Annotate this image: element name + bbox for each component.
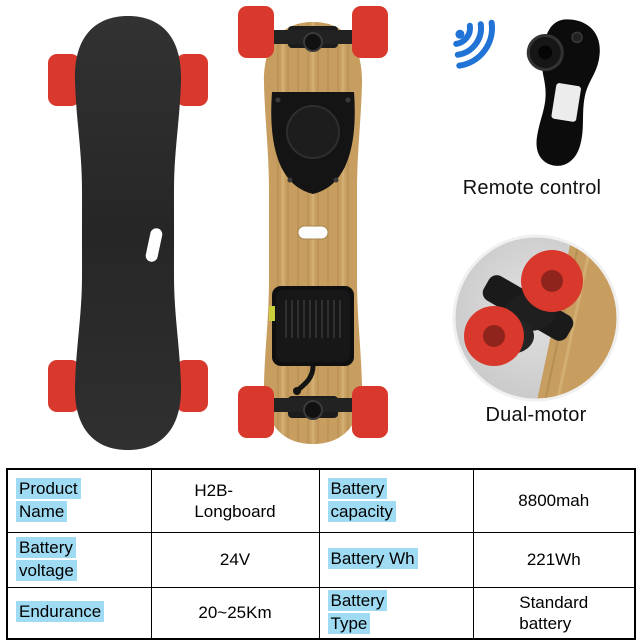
skateboard-bottom-view [238,6,388,444]
wheel [352,6,388,58]
spec-label-battery-voltage: Battery voltage [6,531,152,588]
skateboard-top-view [48,16,208,450]
spec-label-battery-capacity: Battery capacity [318,468,474,533]
wheel [238,6,274,58]
front-kingpin [303,32,323,52]
battery-box [269,286,354,395]
spec-value-battery-capacity: 8800mah [472,468,636,533]
spec-value-product-name: H2B- Longboard [150,468,320,533]
grip-tape-deck [74,16,182,450]
remote-screen [551,83,581,122]
dual-motor-photo [452,234,620,402]
spec-label-battery-wh: Battery Wh [318,531,474,588]
spec-value-battery-wh: 221Wh [472,531,636,588]
table-row: Battery voltage 24V Battery Wh 221Wh [6,531,636,588]
handle-slot [297,225,329,240]
table-row: Product Name H2B- Longboard Battery capa… [6,468,636,533]
rear-kingpin [303,400,323,420]
spec-label-endurance: Endurance [6,586,152,640]
table-row: Endurance 20~25Km Battery Type Standard … [6,586,636,640]
spec-label-product-name: Product Name [6,468,152,533]
wheel [176,360,208,412]
wheel [352,386,388,438]
wheel [238,386,274,438]
spec-value-battery-type: Standard battery [472,586,636,640]
battery-sticker [269,306,275,321]
remote-body [526,19,600,166]
spec-label-battery-type: Battery Type [318,586,474,640]
remote-control-illustration [453,19,600,166]
dual-motor-label: Dual-motor [485,404,587,426]
handle-slot [145,228,163,262]
battery-vent-grill [285,300,341,338]
spec-table: Product Name H2B- Longboard Battery capa… [6,468,636,640]
spec-value-endurance: 20~25Km [150,586,320,640]
wheel [176,54,208,106]
inset-circle-rim [452,234,620,402]
wheel [48,360,80,412]
power-button [571,31,583,44]
remote-control-label: Remote control [462,177,602,199]
wheel [48,54,80,106]
spec-value-battery-voltage: 24V [150,531,320,588]
wireless-signal-icon [453,19,495,69]
esc-dome [286,105,340,159]
